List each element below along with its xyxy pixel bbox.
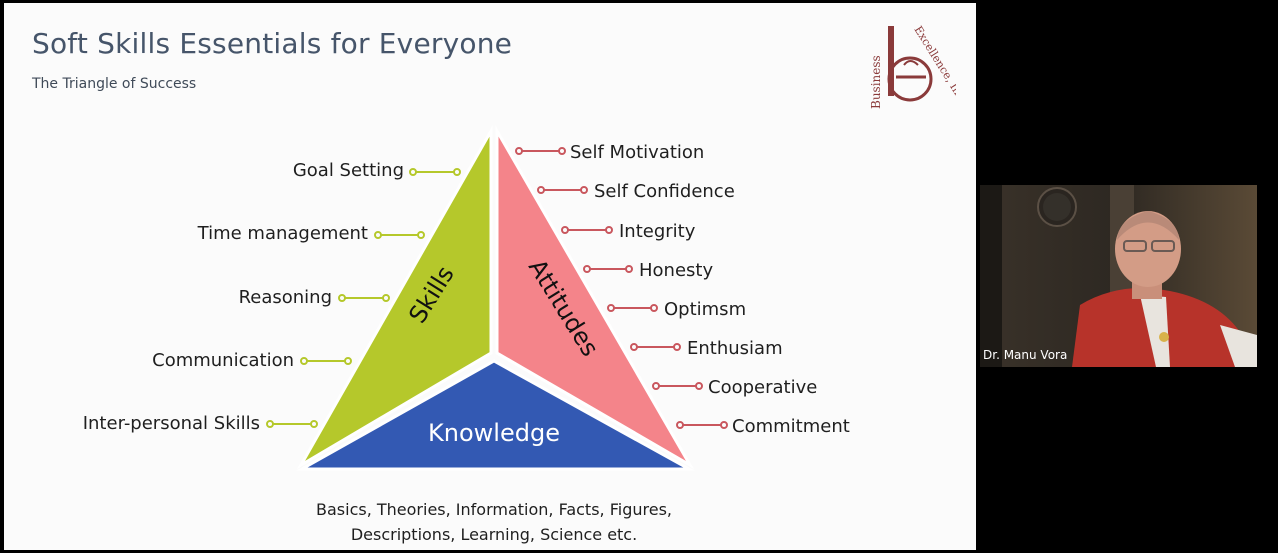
business-excellence-logo: Business Excellence, Inc. [869, 24, 956, 109]
svg-text:Business: Business [869, 55, 883, 109]
participant-video-feed [980, 185, 1257, 367]
knowledge-triangle [296, 359, 695, 471]
slide-title: Soft Skills Essentials for Everyone [32, 27, 513, 60]
presentation-slide: Soft Skills Essentials for Everyone The … [4, 3, 976, 550]
skills-item-goal-setting: Goal Setting [292, 160, 404, 181]
triangle-diagram: Skills Attitudes Knowledge [266, 125, 728, 471]
knowledge-description-line2: Descriptions, Learning, Science etc. [350, 525, 638, 544]
attitudes-item-honesty: Honesty [639, 260, 714, 281]
attitudes-item-self-confidence: Self Confidence [594, 181, 735, 202]
attitudes-item-optimsm: Optimsm [664, 299, 747, 320]
skills-triangle [296, 125, 493, 470]
attitudes-item-commitment: Commitment [732, 416, 850, 437]
slide-subtitle: The Triangle of Success [32, 76, 197, 92]
skills-item-inter-personal-skills: Inter-personal Skills [82, 413, 260, 434]
attitudes-item-self-motivation: Self Motivation [570, 142, 705, 163]
knowledge-label: Knowledge [428, 419, 560, 447]
attitudes-item-enthusiam: Enthusiam [687, 338, 783, 359]
attitudes-item-integrity: Integrity [619, 221, 696, 242]
attitudes-item-cooperative: Cooperative [708, 377, 818, 398]
knowledge-description: Basics, Theories, Information, Facts, Fi… [254, 497, 734, 547]
knowledge-description-line1: Basics, Theories, Information, Facts, Fi… [316, 500, 672, 519]
wall-clock-icon [1037, 187, 1077, 227]
participant-video-tile[interactable]: Dr. Manu Vora [980, 185, 1257, 367]
skills-item-communication: Communication [152, 350, 294, 371]
skills-item-reasoning: Reasoning [238, 287, 332, 308]
attitudes-triangle [495, 125, 695, 470]
participant-name: Dr. Manu Vora [983, 348, 1068, 362]
skills-item-time-management: Time management [197, 223, 368, 244]
